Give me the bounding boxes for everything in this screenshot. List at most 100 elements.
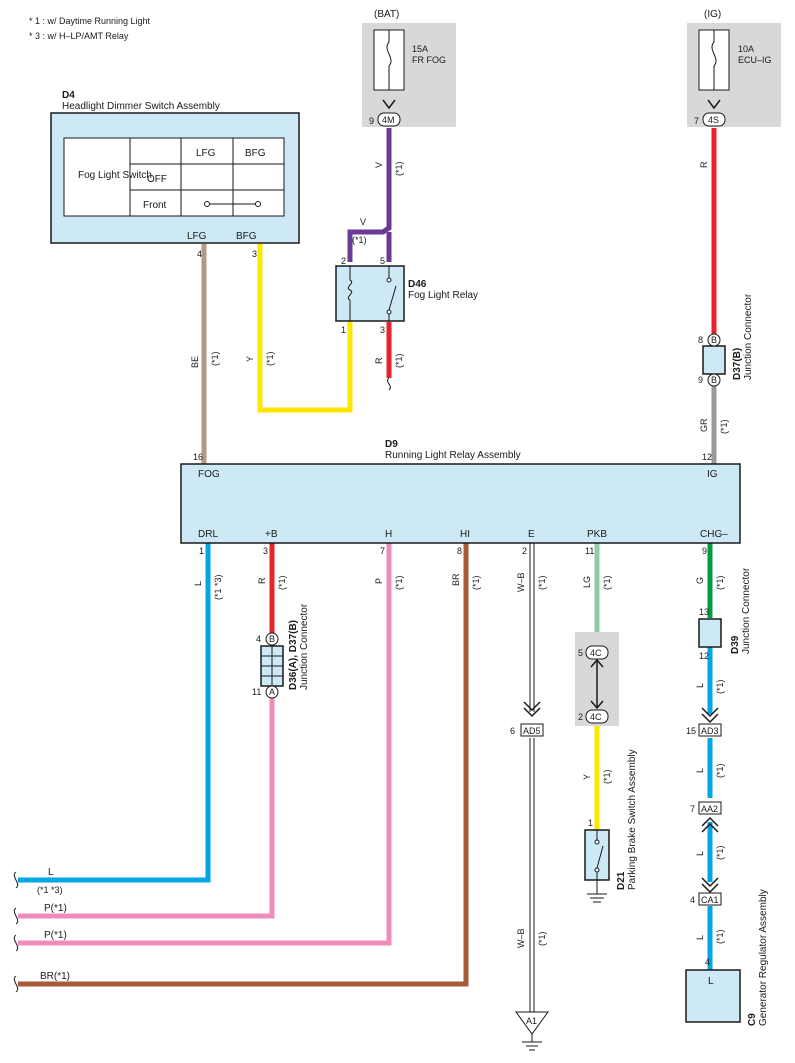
d21-code: D21 xyxy=(616,871,627,890)
d9-pin-9: 9 xyxy=(702,546,707,556)
wire-label-star1-l3: (*1) xyxy=(715,845,725,860)
wire-label-wb-lower: W–B xyxy=(516,928,526,948)
double-chevron-icon xyxy=(701,707,719,724)
wire-label-star1-l4: (*1) xyxy=(715,929,725,944)
d4-row-off: OFF xyxy=(147,174,167,185)
left-wire-2-label: P(*1) xyxy=(44,903,67,914)
left-wire-4-label: BR(*1) xyxy=(40,971,70,982)
d9-label-e: E xyxy=(528,529,535,540)
wire-label-v-relay: V xyxy=(360,217,366,227)
wire-label-star1-l1: (*1) xyxy=(715,679,725,694)
wire-label-star1-rb: (*1) xyxy=(277,575,287,590)
wire-label-star1-wb: (*1) xyxy=(537,575,547,590)
d21-pin: 1 xyxy=(588,818,593,828)
d36-name: Junction Connector xyxy=(299,603,310,690)
ground-triangle-icon xyxy=(515,1011,549,1035)
conn-4c-bot-label: 4C xyxy=(590,712,602,722)
wire-label-l2: L xyxy=(695,768,705,773)
d37b-conn-bottom-label: B xyxy=(711,375,717,385)
conn-ad5-label: AD5 xyxy=(523,726,541,736)
d9-pin-16: 16 xyxy=(193,452,203,462)
d36-conn-top-label: B xyxy=(269,634,275,644)
wire-p-h xyxy=(18,543,392,946)
d4-col-bfg: BFG xyxy=(245,148,266,159)
d46-pin-5: 5 xyxy=(380,256,385,266)
d9-label-fog: FOG xyxy=(198,469,220,480)
d4-col-lfg: LFG xyxy=(196,148,216,159)
bat-fuse-name: FR FOG xyxy=(412,55,446,65)
wire-label-star13: (*1 *3) xyxy=(213,574,223,600)
wire-label-v-fuse: V xyxy=(374,162,384,168)
ig-fuse-terminal: 7 xyxy=(694,116,699,126)
conn-ad5 xyxy=(520,723,544,737)
conn-4c-bot-num: 2 xyxy=(578,712,583,722)
wire-label-l4: L xyxy=(695,935,705,940)
conn-4m xyxy=(377,112,401,127)
connector-arrows-icon xyxy=(590,658,604,710)
wire-end-curl xyxy=(13,907,19,925)
conn-4c-bot xyxy=(585,709,609,724)
d36-pin-4: 4 xyxy=(256,634,261,644)
bat-supply-label: (BAT) xyxy=(374,9,399,20)
d46-pin-2: 2 xyxy=(341,256,346,266)
ground-icon xyxy=(587,880,607,903)
double-chevron-icon xyxy=(701,877,719,894)
d9-label-b: +B xyxy=(265,529,278,540)
conn-aa2-label: AA2 xyxy=(701,804,718,814)
conn-ca1-label: CA1 xyxy=(701,895,719,905)
d36-conn-bottom xyxy=(265,685,279,699)
d9-name: Running Light Relay Assembly xyxy=(385,450,521,461)
bat-fuse-rating: 15A xyxy=(412,44,428,54)
wire-label-lg: LG xyxy=(582,576,592,588)
conn-aa2-num: 7 xyxy=(690,804,695,814)
d36-code: D36(A), D37(B) xyxy=(288,620,299,690)
wire-label-wb-e: W–B xyxy=(516,572,526,592)
d37b-conn-bottom xyxy=(707,373,721,387)
wire-label-l1: L xyxy=(695,683,705,688)
d4-table-title: Fog Light Switch xyxy=(78,170,152,181)
wire-label-y: Y xyxy=(245,356,255,362)
wire-wb-upper xyxy=(529,543,535,712)
wire-label-star1-l2: (*1) xyxy=(715,763,725,778)
d37b-pin-8: 8 xyxy=(698,335,703,345)
d46-code: D46 xyxy=(408,279,427,290)
d9-label-pkb: PKB xyxy=(587,529,607,540)
d46-pin-3: 3 xyxy=(380,325,385,335)
d39-code: D39 xyxy=(730,635,741,654)
ig-fuse-rating: 10A xyxy=(738,44,754,54)
conn-aa2 xyxy=(698,801,722,815)
wire-label-y-pkb: Y xyxy=(582,774,592,780)
wire-label-be: BE xyxy=(190,356,200,368)
d9-pin-12: 12 xyxy=(702,452,712,462)
d9-label-hi: HI xyxy=(460,529,470,540)
wire-label-l-drl: L xyxy=(193,581,203,586)
c9-code: C9 xyxy=(747,1013,758,1026)
wire-end-curl xyxy=(387,377,391,391)
d46-pin-1: 1 xyxy=(341,325,346,335)
wire-label-star1-r: (*1) xyxy=(394,353,404,368)
d46-box xyxy=(335,265,405,322)
wire-layer xyxy=(18,128,717,1012)
d9-pin-3: 3 xyxy=(263,546,268,556)
d37b-code: D37(B) xyxy=(732,348,743,380)
d9-pin-8: 8 xyxy=(457,546,462,556)
d9-label-h: H xyxy=(385,529,392,540)
wire-label-star1-wb2: (*1) xyxy=(537,931,547,946)
wire-label-l3: L xyxy=(695,851,705,856)
wire-label-r-ig: R xyxy=(699,161,709,168)
d36-pin-11: 11 xyxy=(252,687,261,697)
d37b-conn-top xyxy=(707,333,721,347)
conn-ca1 xyxy=(698,892,722,906)
wire-y-relay xyxy=(257,244,353,413)
relay-coil-icon xyxy=(347,266,353,321)
d9-label-chg: CHG– xyxy=(700,529,728,540)
c9-pin: 4 xyxy=(705,957,710,967)
ground-label: A1 xyxy=(526,1016,537,1026)
d9-box xyxy=(180,463,741,544)
left-wire-1-sub: (*1 *3) xyxy=(37,885,63,895)
conn-4c-top-num: 5 xyxy=(578,648,583,658)
relay-switch-icon xyxy=(386,266,397,321)
conn-ad3-num: 15 xyxy=(686,726,696,736)
c9-terminal: L xyxy=(708,976,714,987)
